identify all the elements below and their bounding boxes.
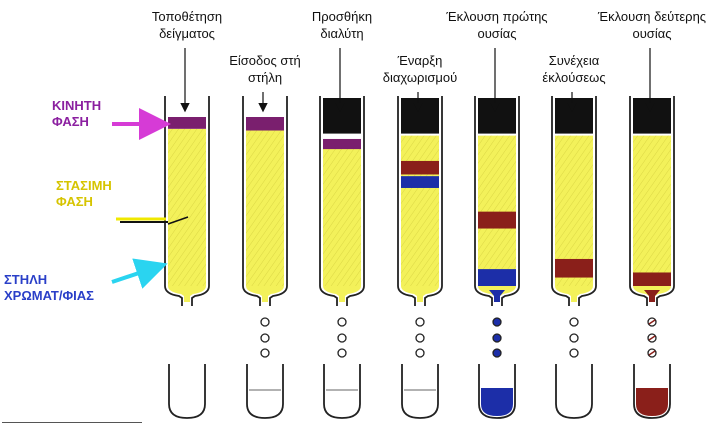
eluate-drop	[415, 317, 425, 327]
mobile-band	[168, 117, 206, 129]
collection-vessel	[633, 364, 671, 419]
second-band	[478, 211, 516, 229]
stationary-phase-texture	[168, 128, 206, 286]
stage-caption-line: διαλύτη	[320, 26, 364, 41]
collection-vessel	[555, 364, 593, 419]
column-stage-2	[242, 92, 288, 419]
eluate-drop	[260, 333, 270, 343]
column-tube-outline	[551, 96, 597, 306]
stage-caption-7: Έκλουση δεύτερης ουσίας	[592, 8, 712, 42]
stage-caption-line: Προσθήκη	[311, 9, 373, 24]
mobile-band	[246, 117, 284, 131]
stage-caption-line: ουσίας	[632, 26, 672, 41]
outlet-tint	[644, 290, 660, 302]
column-label-line1: ΣΤΗΛΗ	[4, 272, 48, 287]
stationary-phase-texture	[478, 135, 516, 286]
stationary-phase-texture	[633, 135, 671, 286]
mobile-phase-label: ΚΙΝΗΤΗ ΦΑΣΗ	[52, 98, 101, 130]
stage-caption-line: στήλη	[247, 70, 283, 85]
eluate-drop	[492, 348, 502, 358]
mobile-band	[323, 138, 361, 150]
collection-vessel	[401, 364, 439, 419]
eluate-drop	[260, 317, 270, 327]
stationary-phase-texture	[401, 135, 439, 286]
column-stage-1	[164, 48, 210, 419]
eluate-drop-mark	[648, 335, 656, 341]
stage-caption-line: διαχωρισμού	[382, 70, 458, 85]
stage-caption-1: Τοποθέτηση δείγματος	[127, 8, 247, 42]
collected-eluate	[481, 388, 513, 416]
column-stage-6	[551, 92, 597, 419]
stage-caption-line: Έκλουση πρώτης	[446, 9, 548, 24]
baseline-rule	[2, 422, 142, 423]
column-tube-outline	[474, 96, 520, 306]
mobile-phase-label-line1: ΚΙΝΗΤΗ	[52, 98, 102, 113]
stage-caption-line: δείγματος	[159, 26, 215, 41]
mobile-phase-label-line2: ΦΑΣΗ	[52, 114, 89, 129]
eluate-drop-mark	[648, 319, 656, 325]
stage-caption-line: Τοποθέτηση	[151, 9, 223, 24]
stage-caption-line: Συνέχεια	[548, 53, 600, 68]
stationary-phase-texture	[323, 138, 361, 286]
stationary-phase-texture	[246, 130, 284, 286]
column-label: ΣΤΗΛΗ ΧΡΩΜΑΤ/ΦΙΑΣ	[4, 272, 94, 304]
solvent-band	[633, 98, 671, 134]
stage-caption-5: Έκλουση πρώτης ουσίας	[437, 8, 557, 42]
eluate-drop	[337, 348, 347, 358]
stationary-phase-tick	[167, 216, 189, 225]
solvent-band	[555, 98, 593, 134]
column-tube-outline	[629, 96, 675, 306]
stage-caption-6: Συνέχεια έκλούσεως	[514, 52, 634, 86]
eluate-drop	[415, 348, 425, 358]
column-tube-outline	[397, 96, 443, 306]
column-stage-4	[397, 92, 443, 419]
second-band	[555, 258, 593, 278]
stage-caption-line: έκλούσεως	[542, 70, 606, 85]
first-band	[478, 269, 516, 286]
column-tube-outline	[242, 96, 288, 306]
column-tube-outline	[319, 96, 365, 306]
stationary-phase-label-line2: ΦΑΣΗ	[56, 194, 93, 209]
column-stage-7	[629, 48, 675, 419]
stationary-phase-label-line1: ΣΤΑΣΙΜΗ	[56, 178, 112, 193]
column-label-line2: ΧΡΩΜΑΤ/ΦΙΑΣ	[4, 288, 94, 303]
collection-vessel	[478, 364, 516, 419]
column-arrow	[111, 258, 168, 289]
column-stage-3	[319, 48, 365, 419]
stage-caption-line: Έναρξη	[397, 53, 443, 68]
eluate-drop	[337, 317, 347, 327]
stage-caption-line: Έκλουση δεύτερης	[597, 9, 707, 24]
collection-vessel	[246, 364, 284, 419]
eluate-drop	[569, 333, 579, 343]
collection-vessel	[323, 364, 361, 419]
first-band	[401, 176, 439, 188]
stage-caption-4: Έναρξη διαχωρισμού	[360, 52, 480, 86]
solvent-band	[401, 98, 439, 134]
column-stage-5	[474, 48, 520, 419]
eluate-drop	[415, 333, 425, 343]
stage-caption-2: Είσοδος στή στήλη	[205, 52, 325, 86]
collection-vessel	[168, 364, 206, 419]
eluate-drop-mark	[648, 350, 656, 356]
eluate-drop	[569, 348, 579, 358]
stage-caption-3: Προσθήκη διαλύτη	[282, 8, 402, 42]
stage-caption-line: Είσοδος στή	[229, 53, 301, 68]
eluate-drop	[492, 333, 502, 343]
collected-eluate	[636, 388, 668, 416]
solvent-band	[478, 98, 516, 134]
eluate-drop	[569, 317, 579, 327]
eluate-drop	[337, 333, 347, 343]
second-band	[633, 272, 671, 286]
outlet-tint	[489, 290, 505, 302]
second-band	[401, 160, 439, 175]
eluate-drop	[260, 348, 270, 358]
stationary-phase-label: ΣΤΑΣΙΜΗ ΦΑΣΗ	[56, 178, 112, 210]
eluate-drop	[492, 317, 502, 327]
stage-caption-line: ουσίας	[477, 26, 517, 41]
solvent-band	[323, 98, 361, 134]
